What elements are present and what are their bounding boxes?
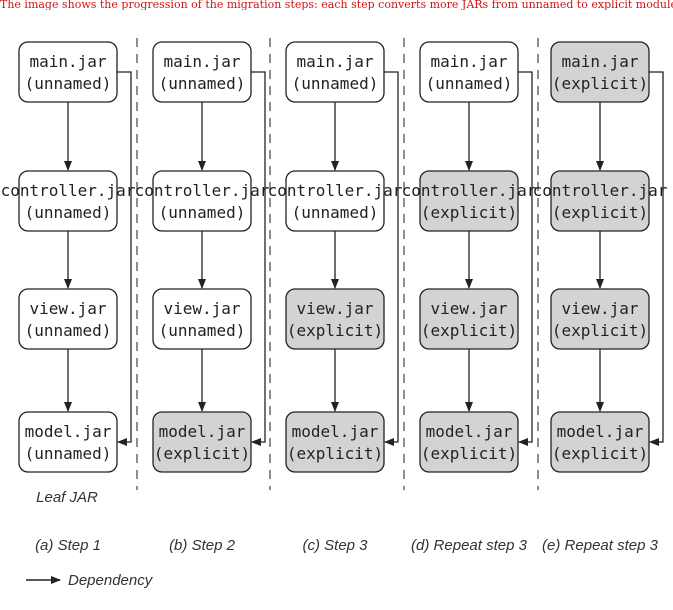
jar-box xyxy=(419,41,519,103)
jar-state: (unnamed) xyxy=(292,203,379,222)
jar-box xyxy=(285,41,385,103)
jar-state: (explicit) xyxy=(552,203,648,222)
jar-box xyxy=(285,411,385,473)
jar-state: (unnamed) xyxy=(25,321,112,340)
jar-box xyxy=(550,288,650,350)
jar-name: model.jar xyxy=(292,422,379,441)
jar-name: model.jar xyxy=(159,422,246,441)
step-caption: (a) Step 1 xyxy=(35,537,101,554)
jar-box xyxy=(419,411,519,473)
jar-state: (unnamed) xyxy=(25,444,112,463)
legend: Dependency xyxy=(26,572,154,589)
jar-name: main.jar xyxy=(296,52,373,71)
step-caption: (e) Repeat step 3 xyxy=(542,537,659,554)
jar-name: model.jar xyxy=(25,422,112,441)
main-to-model-dependency-arrow xyxy=(649,71,664,446)
jar-state: (explicit) xyxy=(421,203,517,222)
step-caption: (d) Repeat step 3 xyxy=(411,537,528,554)
jar-name: main.jar xyxy=(430,52,507,71)
jar-box xyxy=(285,288,385,350)
jar-state: (explicit) xyxy=(421,444,517,463)
jar-box xyxy=(285,170,385,232)
jar-name: controller.jar xyxy=(135,181,270,200)
jar-state: (unnamed) xyxy=(25,74,112,93)
jar-name: view.jar xyxy=(296,299,373,318)
jar-box xyxy=(18,41,118,103)
jar-box xyxy=(152,41,252,103)
leaf-jar-label: Leaf JAR xyxy=(36,489,98,506)
jar-name: view.jar xyxy=(29,299,106,318)
column-3: main.jar (unnamed) controller.jar (unnamed)… xyxy=(268,41,403,554)
column-5: main.jar (explicit) controller.jar (explici… xyxy=(533,41,668,554)
jar-box xyxy=(18,170,118,232)
legend-dependency-label: Dependency xyxy=(68,572,154,589)
jar-state: (explicit) xyxy=(552,321,648,340)
jar-box xyxy=(152,411,252,473)
step-caption: (c) Step 3 xyxy=(302,537,368,554)
main-to-model-dependency-arrow xyxy=(251,71,266,446)
jar-state: (explicit) xyxy=(154,444,250,463)
jar-name: model.jar xyxy=(557,422,644,441)
jar-name: controller.jar xyxy=(402,181,537,200)
jar-box xyxy=(550,411,650,473)
jar-box xyxy=(550,41,650,103)
jar-box xyxy=(152,288,252,350)
jar-name: view.jar xyxy=(561,299,638,318)
jar-box xyxy=(18,288,118,350)
jar-box xyxy=(419,288,519,350)
jar-state: (explicit) xyxy=(287,444,383,463)
jar-state: (explicit) xyxy=(287,321,383,340)
jar-state: (unnamed) xyxy=(159,321,246,340)
jar-state: (explicit) xyxy=(552,74,648,93)
jar-box xyxy=(18,411,118,473)
jar-name: controller.jar xyxy=(1,181,136,200)
main-to-model-dependency-arrow xyxy=(518,71,533,446)
jar-name: controller.jar xyxy=(533,181,668,200)
jar-name: model.jar xyxy=(426,422,513,441)
jar-box xyxy=(419,170,519,232)
main-to-model-dependency-arrow xyxy=(384,71,399,446)
jar-state: (unnamed) xyxy=(426,74,513,93)
step-caption: (b) Step 2 xyxy=(169,537,236,554)
jar-name: main.jar xyxy=(163,52,240,71)
column-2: main.jar (unnamed) controller.jar (unnamed)… xyxy=(135,41,270,554)
jar-name: view.jar xyxy=(430,299,507,318)
jar-name: main.jar xyxy=(561,52,638,71)
jar-box xyxy=(550,170,650,232)
column-1: main.jar (unnamed) controller.jar (unnamed)… xyxy=(1,41,136,554)
jar-name: view.jar xyxy=(163,299,240,318)
jar-state: (explicit) xyxy=(421,321,517,340)
jar-state: (unnamed) xyxy=(25,203,112,222)
jar-name: main.jar xyxy=(29,52,106,71)
jar-state: (unnamed) xyxy=(159,203,246,222)
main-to-model-dependency-arrow xyxy=(117,71,132,446)
jar-state: (unnamed) xyxy=(159,74,246,93)
jar-name: controller.jar xyxy=(268,181,403,200)
jar-box xyxy=(152,170,252,232)
top-caption: The image shows the progression of the m… xyxy=(0,0,673,10)
column-4: main.jar (unnamed) controller.jar (explicit… xyxy=(402,41,537,554)
jar-state: (unnamed) xyxy=(292,74,379,93)
jar-state: (explicit) xyxy=(552,444,648,463)
